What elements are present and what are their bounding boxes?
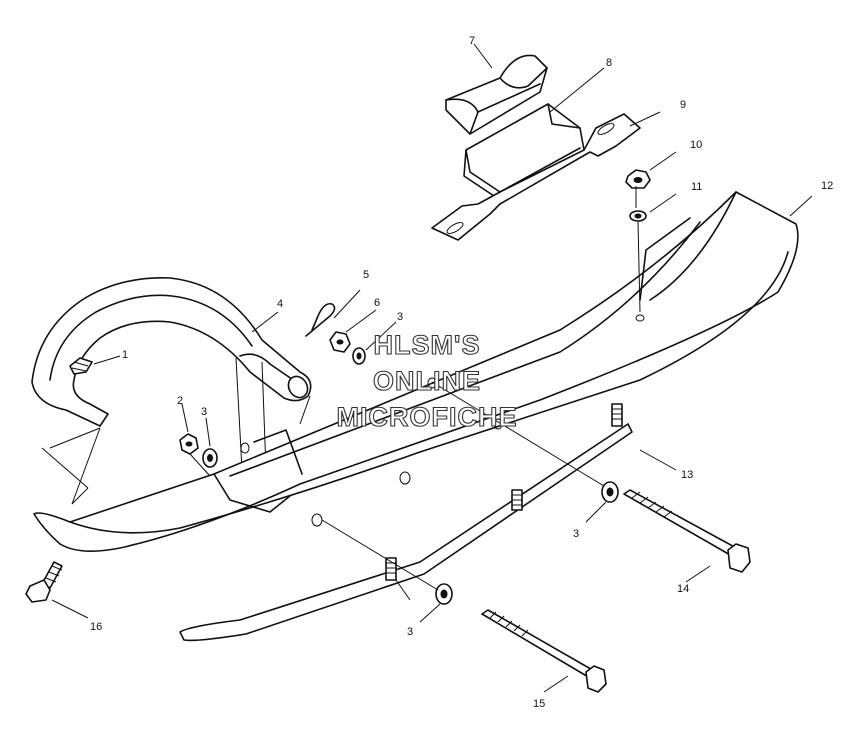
callout-3: 3: [201, 406, 207, 418]
callout-13: 13: [681, 469, 693, 481]
part-4-handle: [31, 277, 312, 471]
part-5-cotter-pin: [305, 302, 336, 337]
callout-1: 1: [122, 349, 128, 361]
part-7-rubber-pad: [445, 54, 548, 135]
callout-11: 11: [691, 181, 702, 193]
part-2-nut: [179, 433, 199, 455]
part-12-ski: [33, 191, 799, 552]
part-9-plate: [431, 113, 641, 241]
leader-lines: [41, 43, 813, 693]
part-3-washer-lower: [435, 583, 453, 605]
watermark-line-3: MICROFICHE: [337, 402, 518, 432]
watermark-line-2: ONLINE: [373, 366, 481, 396]
watermark-line-1: HLSM'S: [374, 330, 481, 360]
callout-2: 2: [177, 395, 183, 407]
watermark: HLSM'S ONLINE MICROFICHE: [336, 329, 518, 432]
part-16-bolt: [25, 561, 63, 603]
callout-16: 16: [90, 621, 102, 633]
callout-3: 3: [407, 626, 413, 638]
callout-3: 3: [397, 311, 403, 323]
part-3-washer-right: [601, 481, 619, 503]
callout-14: 14: [677, 583, 689, 595]
callout-5: 5: [363, 269, 369, 281]
callout-4: 4: [277, 298, 283, 310]
part-6-nut: [329, 331, 351, 353]
part-1-plug: [69, 357, 93, 375]
callout-8: 8: [606, 57, 612, 69]
callout-7: 7: [469, 35, 475, 47]
callout-10: 10: [690, 139, 702, 151]
callout-12: 12: [821, 180, 833, 192]
part-15-bolt: [481, 609, 607, 693]
part-11-washer: [629, 210, 647, 222]
part-10-nut: [625, 169, 651, 189]
callout-3: 3: [573, 528, 579, 540]
callout-9: 9: [680, 99, 686, 111]
part-3-washer-upper: [352, 347, 366, 365]
callout-6: 6: [374, 297, 380, 309]
callout-15: 15: [533, 698, 545, 710]
part-13-wear-bar: [179, 403, 633, 642]
part-3-washer-left: [202, 448, 218, 468]
callout-labels: 1 2 3 3 3 3 4 5 6 7 8 9 10 11 12 13 14 1…: [90, 35, 833, 710]
part-14-bolt: [623, 489, 751, 573]
